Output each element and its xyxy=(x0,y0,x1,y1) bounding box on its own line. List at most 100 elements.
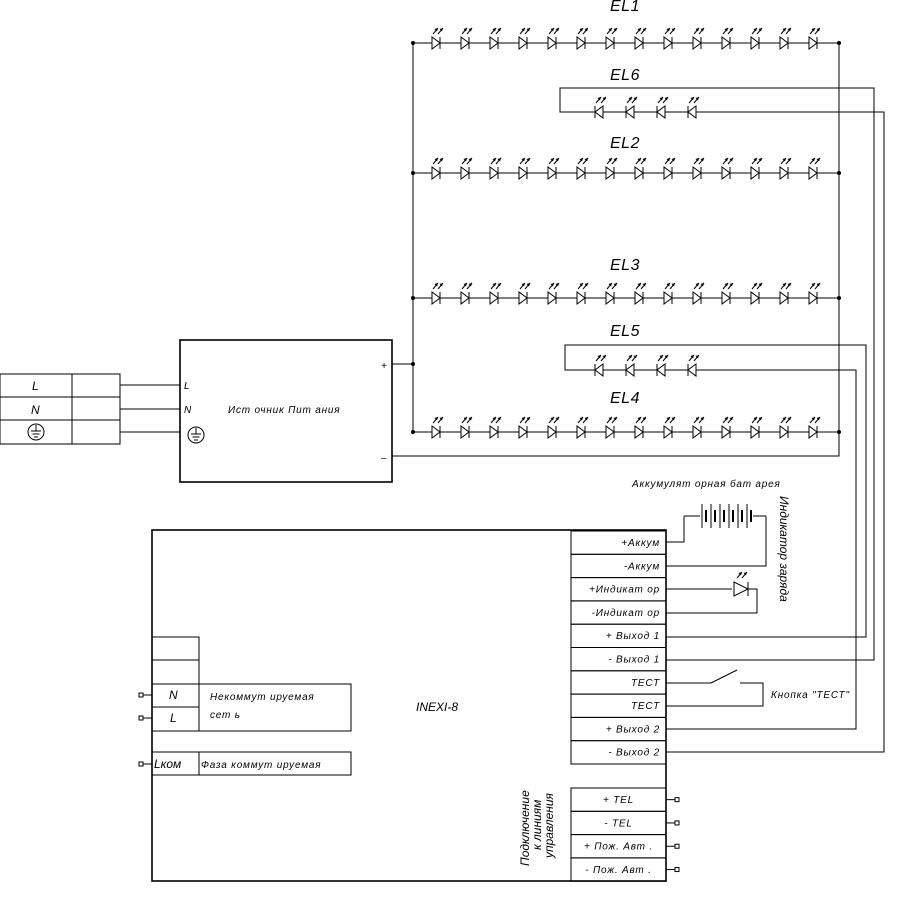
led-icon xyxy=(547,282,560,305)
led-icon xyxy=(576,416,589,439)
test-wire-b xyxy=(666,682,764,707)
led-icon xyxy=(692,27,705,50)
controller-terminal-label: - Выход 2 xyxy=(608,748,660,759)
led-icon xyxy=(518,282,531,305)
led-icon xyxy=(808,27,821,50)
controller-terminal-label: -Индикат ор xyxy=(592,608,660,619)
test-switch-lever xyxy=(710,669,738,684)
controller-terminal: -Индикат ор xyxy=(570,600,667,625)
led-icon xyxy=(779,27,792,50)
control-caption-line2: к линиям xyxy=(530,800,544,850)
led-strip-el3: EL3 xyxy=(411,257,841,305)
led-icon xyxy=(692,157,705,180)
led-icon xyxy=(576,27,589,50)
led-icon xyxy=(489,282,502,305)
controller-terminal: - Выход 1 xyxy=(570,647,667,672)
led-icon xyxy=(431,416,444,439)
led-icon xyxy=(460,416,473,439)
terminal-pin xyxy=(674,820,680,826)
psu-minus-label: – xyxy=(380,453,387,464)
controller-left-terminals: N L Lком Некоммут ируемая сет ь Фаза ком… xyxy=(138,636,352,776)
led-icon xyxy=(721,27,734,50)
led-icon xyxy=(460,27,473,50)
controller-terminal: ТЕСТ xyxy=(570,693,667,718)
junction-dot xyxy=(411,430,415,434)
control-terminal: - Пож. Авт . xyxy=(570,857,680,882)
controller-terminal: +Аккум xyxy=(570,530,667,555)
control-terminals: + TEL- TEL+ Пож. Авт .- Пож. Авт . xyxy=(570,787,680,882)
controller-inexi-8: INEXI-8 +Аккум -Аккум +Индикат ор -Индикат … xyxy=(138,529,680,882)
ground-icon xyxy=(27,423,45,441)
led-icon xyxy=(808,282,821,305)
mains-l-label: L xyxy=(32,379,39,393)
mains-terminal-block: L N xyxy=(0,373,121,445)
strip-label: EL2 xyxy=(610,135,640,152)
junction-dot xyxy=(837,430,841,434)
charge-led-icon xyxy=(733,571,754,597)
el6-return-wire xyxy=(666,111,885,753)
controller-terminal: ТЕСТ xyxy=(570,670,667,695)
control-caption-line3: управления xyxy=(542,792,556,859)
led-icon xyxy=(692,416,705,439)
junction-dot xyxy=(411,171,415,175)
charge-indicator: Индикатор заряда xyxy=(733,496,791,602)
terminal-pin xyxy=(674,797,680,803)
psu-plus-label: + xyxy=(381,361,388,372)
led-icon xyxy=(663,416,676,439)
led-icon xyxy=(663,27,676,50)
led-icon xyxy=(518,27,531,50)
controller-terminal-label: + Выход 1 xyxy=(606,631,660,642)
controller-terminal: +Индикат ор xyxy=(570,577,667,602)
led-icon xyxy=(518,416,531,439)
junction-dot xyxy=(411,362,415,366)
psu-title: Ист очник Пит ания xyxy=(228,405,340,416)
led-icon xyxy=(779,157,792,180)
led-icon xyxy=(518,157,531,180)
terminal-lkom-code: Lком xyxy=(154,757,181,771)
controller-name: INEXI-8 xyxy=(416,700,458,714)
control-terminal: + Пож. Авт . xyxy=(570,834,680,859)
psu-minus-wire xyxy=(392,432,840,457)
led-icon xyxy=(634,416,647,439)
led-icon xyxy=(656,96,669,119)
led-icon xyxy=(547,157,560,180)
led-icon xyxy=(721,416,734,439)
control-terminal-label: - TEL xyxy=(604,818,632,829)
battery-label: Аккумулят орная бат арея xyxy=(631,478,781,490)
battery-cells xyxy=(701,504,752,528)
control-terminal-label: + Пож. Авт . xyxy=(584,842,653,853)
led-strip-el5: EL5 xyxy=(575,323,700,377)
led-icon xyxy=(634,157,647,180)
el5-return-wire xyxy=(666,369,857,730)
charge-indicator-label: Индикатор заряда xyxy=(777,496,791,602)
led-icon xyxy=(460,157,473,180)
led-strip-el1: EL1 xyxy=(411,0,841,50)
led-icon xyxy=(634,282,647,305)
led-icon xyxy=(779,282,792,305)
junction-dot xyxy=(837,296,841,300)
led-icon xyxy=(687,96,700,119)
strip-label: EL6 xyxy=(610,67,640,84)
test-button-label: Кнопка "ТЕСТ" xyxy=(771,690,850,701)
controller-terminal: + Выход 2 xyxy=(570,716,667,742)
junction-dot xyxy=(411,41,415,45)
led-icon xyxy=(594,96,607,119)
control-caption-line1: Подключение xyxy=(518,790,532,866)
led-icon xyxy=(547,416,560,439)
led-strip-el4: EL4 xyxy=(411,390,841,439)
led-icon xyxy=(431,27,444,50)
controller-terminal-label: -Аккум xyxy=(624,561,660,572)
strip-label: EL4 xyxy=(610,390,640,407)
led-icon xyxy=(663,157,676,180)
led-icon xyxy=(750,282,763,305)
controller-terminal: -Аккум xyxy=(570,553,667,579)
psu-input-l: L xyxy=(184,381,190,392)
indicator-minus-wire xyxy=(666,588,758,614)
terminal-lkom-desc: Фаза коммут ируемая xyxy=(201,760,321,771)
el5-loop-wire xyxy=(564,344,867,638)
control-lines-caption: Подключение к линиям управления xyxy=(518,790,556,866)
controller-terminal-label: ТЕСТ xyxy=(631,678,660,689)
